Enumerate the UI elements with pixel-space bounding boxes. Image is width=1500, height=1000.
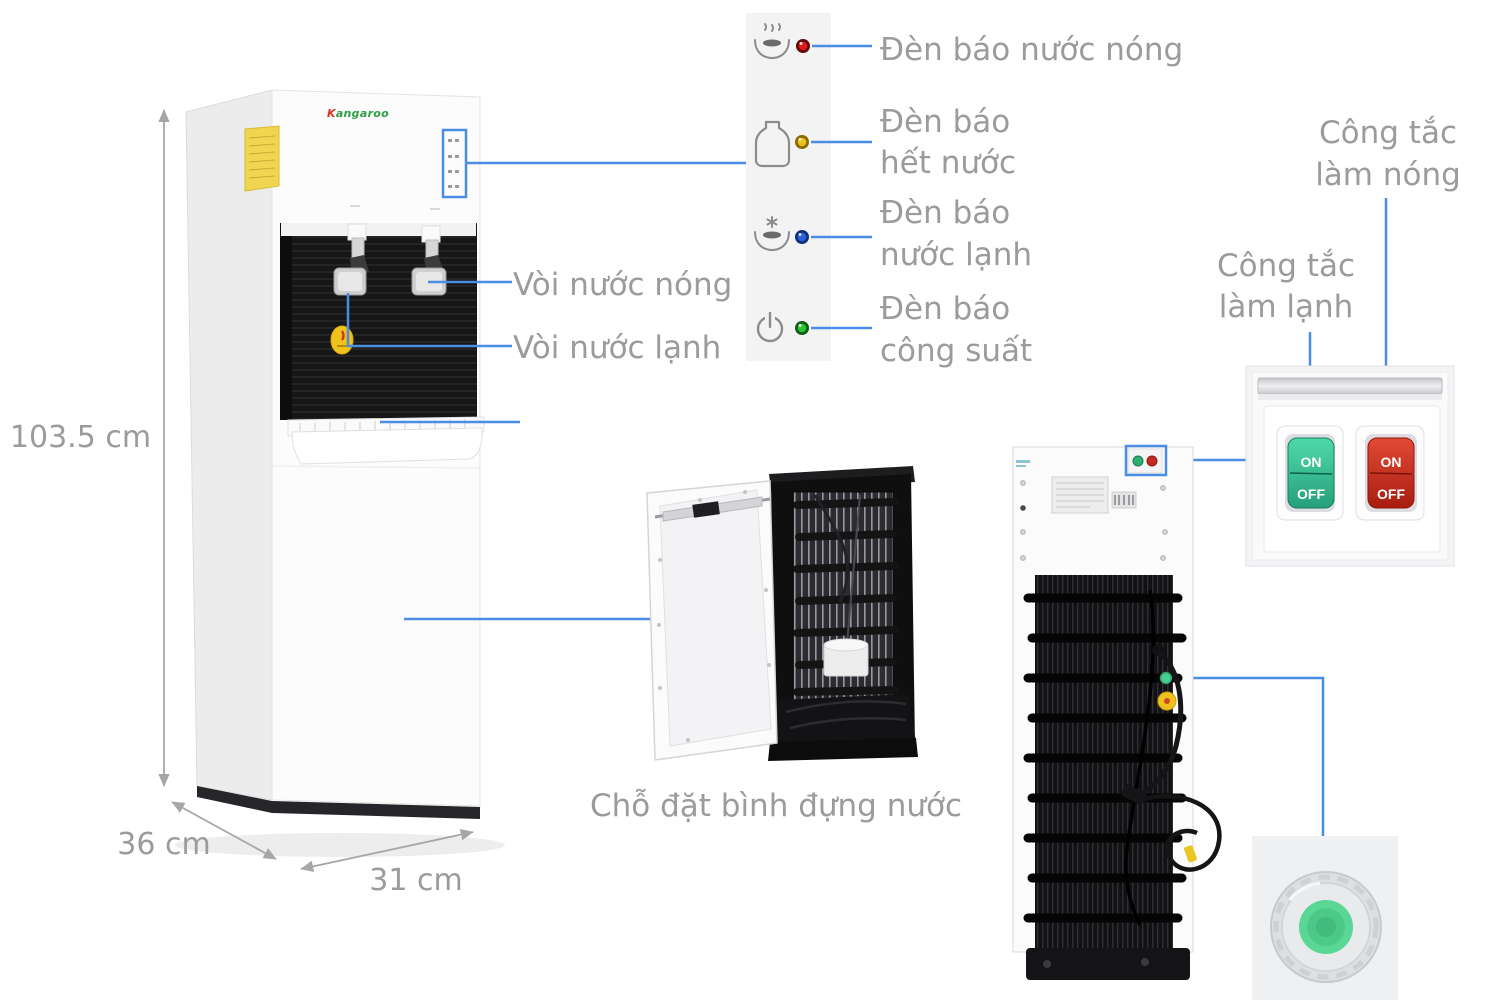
back-base-bar — [1026, 948, 1190, 980]
depth-dimension-label: 36 cm — [117, 827, 211, 862]
machine-indicator-marks — [448, 139, 459, 188]
depth-arrow — [171, 801, 277, 860]
cap-notches — [1273, 874, 1379, 980]
sticker-text-lines — [248, 135, 276, 179]
panel-handle-shadow — [1258, 394, 1442, 400]
side-warning-sticker — [244, 125, 280, 192]
width-arrow — [300, 828, 474, 873]
tap-caption-mark-left — [350, 205, 360, 207]
hot-water-cup-icon — [754, 23, 790, 60]
dispenser-front-view — [175, 89, 505, 857]
height-dimension-label: 103.5 cm — [9, 420, 152, 455]
cold-tap-label: Vòi nước lạnh — [513, 330, 722, 366]
cabinet-seam — [271, 465, 480, 469]
float-sensor — [823, 638, 869, 677]
dispenser-side-face — [185, 89, 273, 801]
compartment-cable — [813, 494, 850, 603]
back-screws — [1020, 480, 1168, 561]
cap-highlight — [1288, 881, 1321, 901]
width-dimension-label: 31 cm — [369, 863, 463, 898]
line-cold-tap-label — [346, 293, 512, 348]
compartment-caption: Chỗ đặt bình đựng nước — [589, 788, 963, 824]
rear-switches-highlight-box — [1124, 444, 1168, 477]
cap-green-core — [1316, 917, 1336, 937]
drip-tray — [287, 416, 485, 465]
dimension-arrows — [158, 109, 474, 873]
door-hinge-clip — [692, 501, 720, 518]
rear-switch-green — [1132, 455, 1144, 467]
hot-water-led — [796, 39, 810, 53]
cooling-on-label: ON — [1301, 454, 1322, 470]
water-bottle-icon — [754, 120, 791, 168]
cord-tie — [1184, 845, 1197, 863]
brand-logo: Kangaroo — [327, 107, 389, 120]
basket-ribs — [785, 700, 907, 730]
cooling-switch-label: Công tắc làm lạnh — [1217, 248, 1355, 325]
indicator-label-power: Đèn báo công suất — [880, 291, 1033, 369]
cooling-rocker-switch[interactable]: ON OFF — [1287, 437, 1335, 509]
tap-caption-mark-right — [430, 208, 440, 210]
heating-on-label: ON — [1381, 454, 1402, 470]
indicator-label-cold: Đèn báo nước lạnh — [880, 195, 1033, 273]
heating-rocker-switch[interactable]: ON OFF — [1367, 437, 1415, 509]
line-drain-to-cap — [1173, 676, 1325, 836]
compartment-open-view — [646, 466, 918, 761]
dispenser-back-view — [1012, 444, 1222, 980]
cold-water-cup-icon — [754, 216, 790, 252]
cold-water-tap — [333, 223, 369, 296]
brand-rest: angaroo — [335, 107, 390, 120]
door-screws — [657, 490, 771, 742]
float-rod — [846, 494, 861, 645]
indicator-icon-strip — [746, 13, 831, 361]
power-cord — [1121, 644, 1222, 872]
cold-water-led — [795, 230, 809, 244]
spec-sticker — [1051, 476, 1137, 514]
power-led — [795, 321, 809, 335]
back-logo-mark — [1016, 460, 1030, 467]
recess-top-strip — [281, 223, 476, 236]
switch-panel-inset: ON OFF ON OFF — [1245, 365, 1455, 567]
rear-switch-red — [1146, 455, 1158, 467]
drain-cap-detail — [1252, 836, 1398, 1000]
heating-off-label: OFF — [1377, 486, 1405, 502]
dispensing-recess — [280, 223, 477, 420]
power-icon — [756, 311, 784, 343]
recess-shading — [280, 223, 292, 420]
brand-initial: K — [327, 107, 336, 120]
cooling-off-label: OFF — [1297, 486, 1325, 502]
panel-handle-bar — [1257, 377, 1443, 395]
drain-plug-dot — [1159, 671, 1173, 685]
heating-switch-label: Công tắc làm nóng — [1315, 115, 1461, 193]
empty-water-led — [795, 135, 809, 149]
indicator-label-empty: Đèn báo hết nước — [880, 104, 1017, 181]
hot-tap-label: Vòi nước nóng — [513, 267, 733, 303]
rear-switches — [1124, 444, 1168, 477]
basket-base — [768, 738, 918, 761]
caution-oval-sticker — [330, 325, 354, 355]
drain-cap-yellow — [1157, 691, 1177, 711]
compartment-door — [646, 480, 778, 761]
icon-strip-background — [746, 13, 831, 361]
indicator-label-hot: Đèn báo nước nóng — [880, 32, 1184, 68]
